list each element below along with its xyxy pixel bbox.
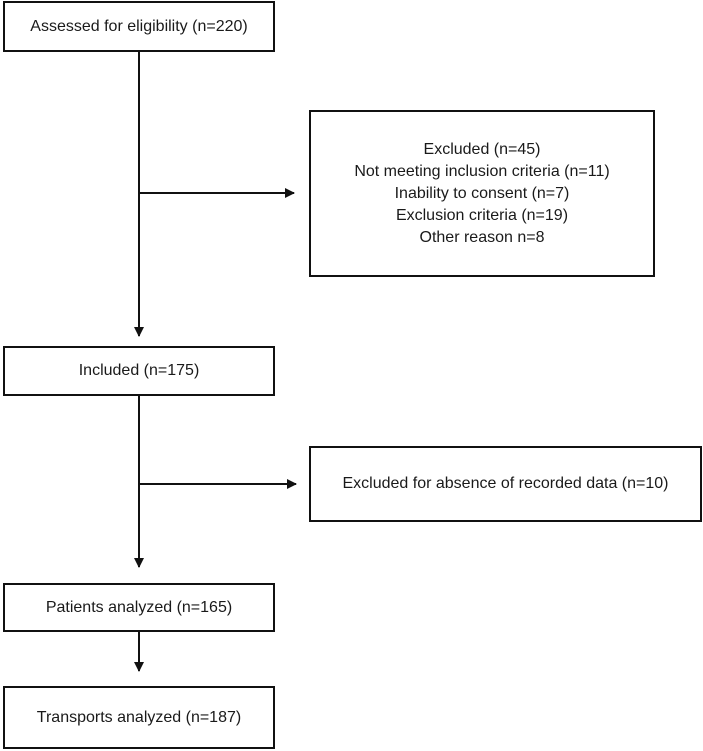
included-label: Included (n=175) bbox=[78, 362, 200, 379]
excluded-reason-consent: Inability to consent (n=7) bbox=[394, 184, 570, 202]
excluded-absence-label: Excluded for absence of recorded data (n… bbox=[342, 475, 669, 492]
included-box: Included (n=175) bbox=[3, 346, 275, 396]
assessed-box: Assessed for eligibility (n=220) bbox=[3, 1, 275, 52]
excluded-reason-other: Other reason n=8 bbox=[419, 228, 545, 246]
patients-analyzed-label: Patients analyzed (n=165) bbox=[45, 598, 233, 616]
excluded-reason-exclusion: Exclusion criteria (n=19) bbox=[395, 206, 569, 224]
transports-analyzed-label: Transports analyzed (n=187) bbox=[36, 708, 242, 726]
excluded-title: Excluded (n=45) bbox=[423, 140, 541, 158]
assessed-label: Assessed for eligibility (n=220) bbox=[30, 17, 248, 35]
transports-analyzed-box: Transports analyzed (n=187) bbox=[3, 686, 275, 749]
patients-analyzed-box: Patients analyzed (n=165) bbox=[3, 583, 275, 632]
excluded-absence-box: Excluded for absence of recorded data (n… bbox=[309, 446, 702, 522]
excluded-reason-inclusion: Not meeting inclusion criteria (n=11) bbox=[354, 162, 610, 180]
excluded-box: Excluded (n=45) Not meeting inclusion cr… bbox=[309, 110, 655, 277]
